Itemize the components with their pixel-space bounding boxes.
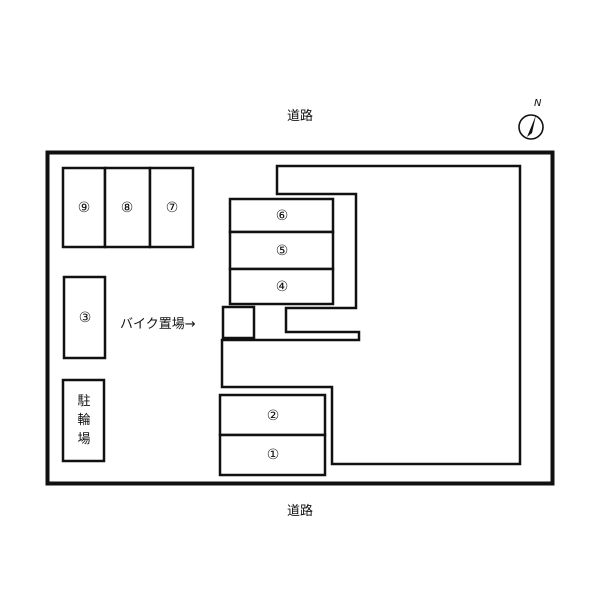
north-compass-icon	[518, 114, 544, 140]
space-label-4: ④	[275, 279, 289, 295]
bicycle-parking-char: 輪	[77, 413, 91, 428]
space-label-9: ⑨	[77, 200, 91, 216]
bicycle-parking-area	[61, 378, 106, 463]
space-label-2: ②	[266, 408, 280, 424]
north-label: N	[534, 98, 542, 109]
space-label-3: ③	[78, 310, 92, 326]
space-label-6: ⑥	[275, 208, 289, 224]
bike-parking-label: バイク置場→	[120, 317, 196, 332]
building-outline	[220, 164, 522, 466]
parking-space-6	[228, 197, 335, 234]
parking-space-1	[218, 433, 327, 477]
site-boundary	[45, 150, 555, 486]
road-label-top: 道路	[286, 109, 313, 124]
parking-space-9	[61, 166, 107, 249]
bicycle-parking-char: 駐	[77, 394, 91, 409]
road-label-bottom: 道路	[286, 504, 313, 519]
bicycle-parking-char: 場	[77, 432, 91, 447]
parking-space-3	[62, 275, 107, 360]
bike-parking-area	[221, 305, 256, 340]
parking-space-7	[148, 166, 195, 249]
parking-space-4	[228, 267, 335, 306]
parking-space-5	[228, 230, 335, 271]
space-label-7: ⑦	[165, 200, 179, 216]
space-label-1: ①	[266, 447, 280, 463]
bicycle-parking-label: 駐 輪 場	[74, 392, 94, 449]
space-label-8: ⑧	[120, 200, 134, 216]
parking-space-2	[218, 393, 327, 437]
space-label-5: ⑤	[275, 243, 289, 259]
